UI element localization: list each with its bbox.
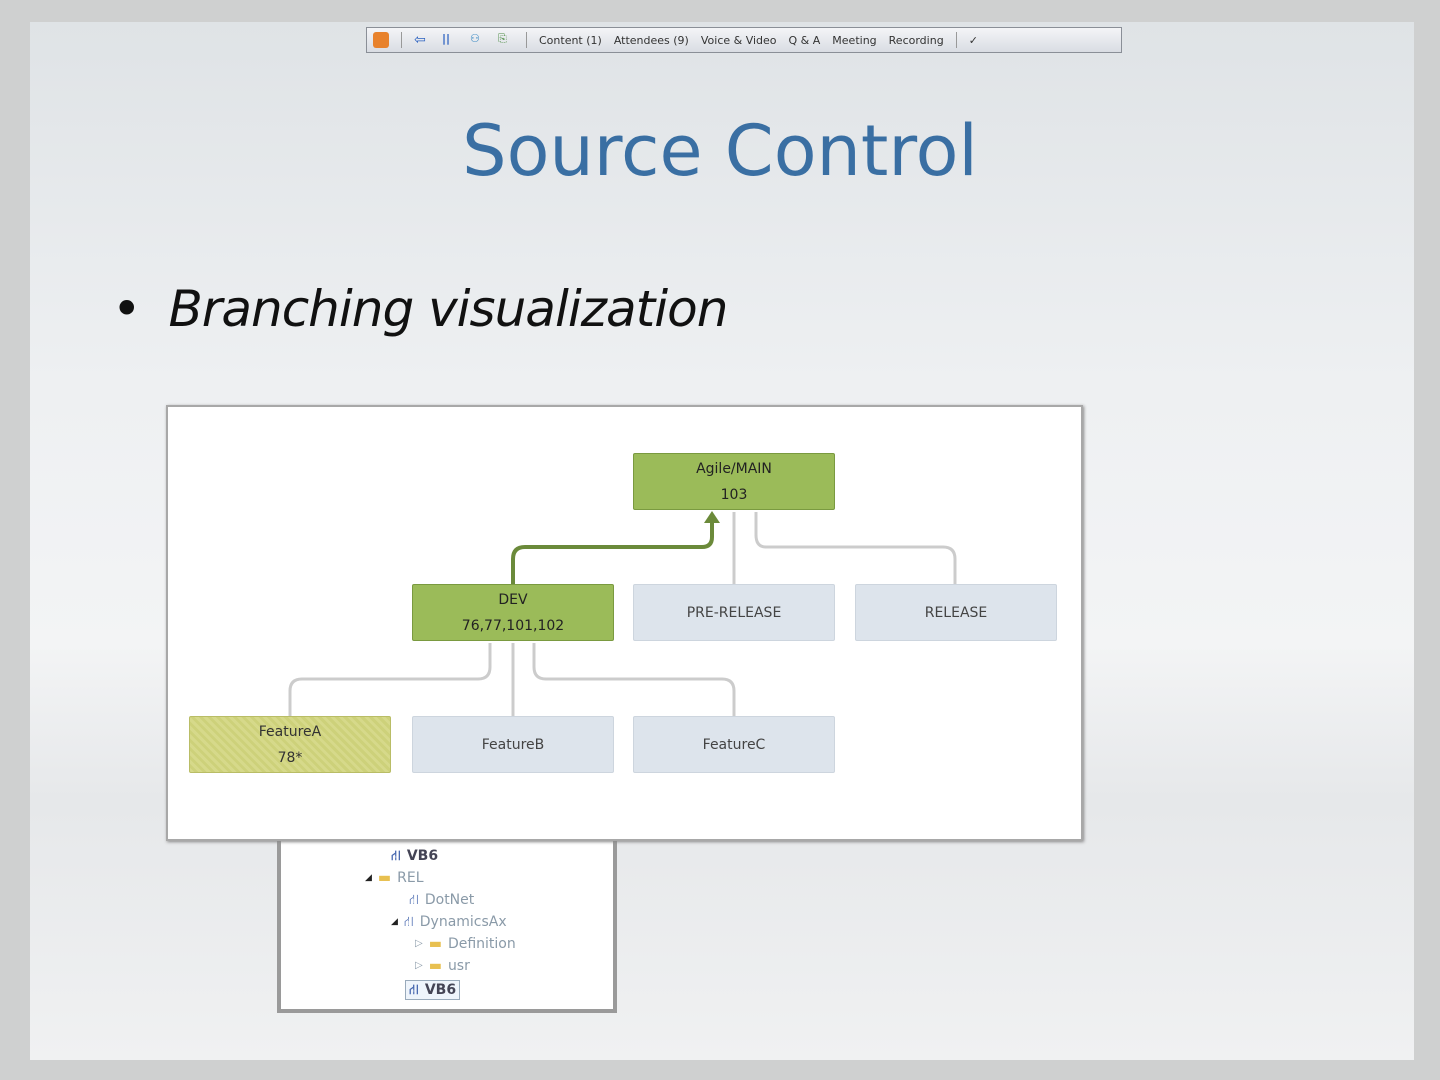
branch-icon: ⛙ <box>409 982 419 998</box>
people-icon[interactable]: ⚇ <box>470 32 480 45</box>
node-release[interactable]: RELEASE <box>855 584 1057 641</box>
expanded-arrow-icon[interactable]: ◢ <box>391 917 398 927</box>
tree-item[interactable]: ◢ ▬ REL <box>365 869 424 887</box>
collapsed-arrow-icon[interactable]: ▷ <box>415 938 423 949</box>
toolbar-attendees[interactable]: Attendees (9) <box>613 33 689 47</box>
separator <box>401 32 402 48</box>
node-agile-main[interactable]: Agile/MAIN 103 <box>633 453 835 510</box>
bullet-item: • Branching visualization <box>112 280 729 338</box>
node-changesets: 76,77,101,102 <box>461 617 565 634</box>
folder-icon: ▬ <box>428 958 442 974</box>
node-name: FeatureB <box>481 736 545 753</box>
node-pre-release[interactable]: PRE-RELEASE <box>633 584 835 641</box>
folder-icon: ▬ <box>377 870 392 886</box>
tree-item[interactable]: ⛙ VB6 <box>391 847 438 865</box>
branch-diagram: Agile/MAIN 103 DEV 76,77,101,102 PRE-RELEA… <box>166 405 1083 841</box>
node-name: FeatureA <box>258 723 322 740</box>
tree-label: DynamicsAx <box>419 914 507 930</box>
tree-item[interactable]: ▷ ▬ usr <box>415 957 470 975</box>
tree-label: usr <box>447 958 470 974</box>
folder-icon: ▬ <box>428 936 442 952</box>
arrow-head <box>704 511 720 523</box>
toolbar-meeting[interactable]: Meeting <box>832 33 877 47</box>
branch-connectors <box>288 511 957 718</box>
node-changesets: 103 <box>720 486 748 503</box>
back-arrow-icon[interactable]: ⇦ <box>414 32 426 48</box>
pin-icon[interactable]: ✓ <box>968 33 978 47</box>
node-name: FeatureC <box>702 736 766 753</box>
tree-label: DotNet <box>424 892 475 908</box>
node-feature-a[interactable]: FeatureA 78* <box>189 716 391 773</box>
tree-label: Definition <box>447 936 516 952</box>
toolbar-content[interactable]: Content (1) <box>539 33 602 47</box>
connector-featurec-dev <box>532 643 736 718</box>
node-feature-b[interactable]: FeatureB <box>412 716 614 773</box>
node-feature-c[interactable]: FeatureC <box>633 716 835 773</box>
meeting-toolbar: ⇦ || ⚇ ⎘ Content (1) Attendees (9) Voice… <box>366 27 1122 53</box>
node-name: PRE-RELEASE <box>686 604 782 621</box>
connector-release-main <box>754 512 957 586</box>
tree-label: REL <box>397 870 424 886</box>
tree-label: VB6 <box>406 848 439 864</box>
expanded-arrow-icon[interactable]: ◢ <box>365 873 372 883</box>
tree-item[interactable]: ▷ ▬ Definition <box>415 935 516 953</box>
collapsed-arrow-icon[interactable]: ▷ <box>415 960 423 971</box>
branch-icon: ⛙ <box>403 914 414 930</box>
node-name: RELEASE <box>924 604 988 621</box>
branch-icon: ⛙ <box>409 892 419 908</box>
toolbar-voice-video[interactable]: Voice & Video <box>700 33 777 47</box>
tree-item-selected[interactable]: ⛙ VB6 <box>405 980 461 1000</box>
separator <box>526 32 527 48</box>
slide-title: Source Control <box>462 110 978 192</box>
toolbar-recording[interactable]: Recording <box>888 33 944 47</box>
toolbar-qa[interactable]: Q & A <box>788 33 821 47</box>
share-icon[interactable]: ⎘ <box>498 32 507 45</box>
node-name: Agile/MAIN <box>696 460 772 477</box>
connector-dev-main <box>511 517 714 586</box>
node-name: DEV <box>498 591 528 608</box>
bullet-text: Branching visualization <box>168 280 729 338</box>
branch-icon: ⛙ <box>391 848 401 864</box>
tree-item[interactable]: ◢ ⛙ DynamicsAx <box>391 913 507 931</box>
bullet-dot: • <box>112 280 141 338</box>
separator <box>955 32 957 48</box>
pause-icon[interactable]: || <box>442 32 451 45</box>
node-changesets: 78* <box>277 749 303 766</box>
tree-item[interactable]: ⛙ DotNet <box>409 891 474 909</box>
source-tree-panel: ⛙VB6 ◢▬REL ⛙DotNet ◢⛙DynamicsAx ▷▬Defini… <box>277 820 617 1013</box>
node-dev[interactable]: DEV 76,77,101,102 <box>412 584 614 641</box>
office-icon[interactable] <box>373 32 389 48</box>
tree-label: VB6 <box>424 982 457 998</box>
connector-featurea-dev <box>288 643 492 718</box>
